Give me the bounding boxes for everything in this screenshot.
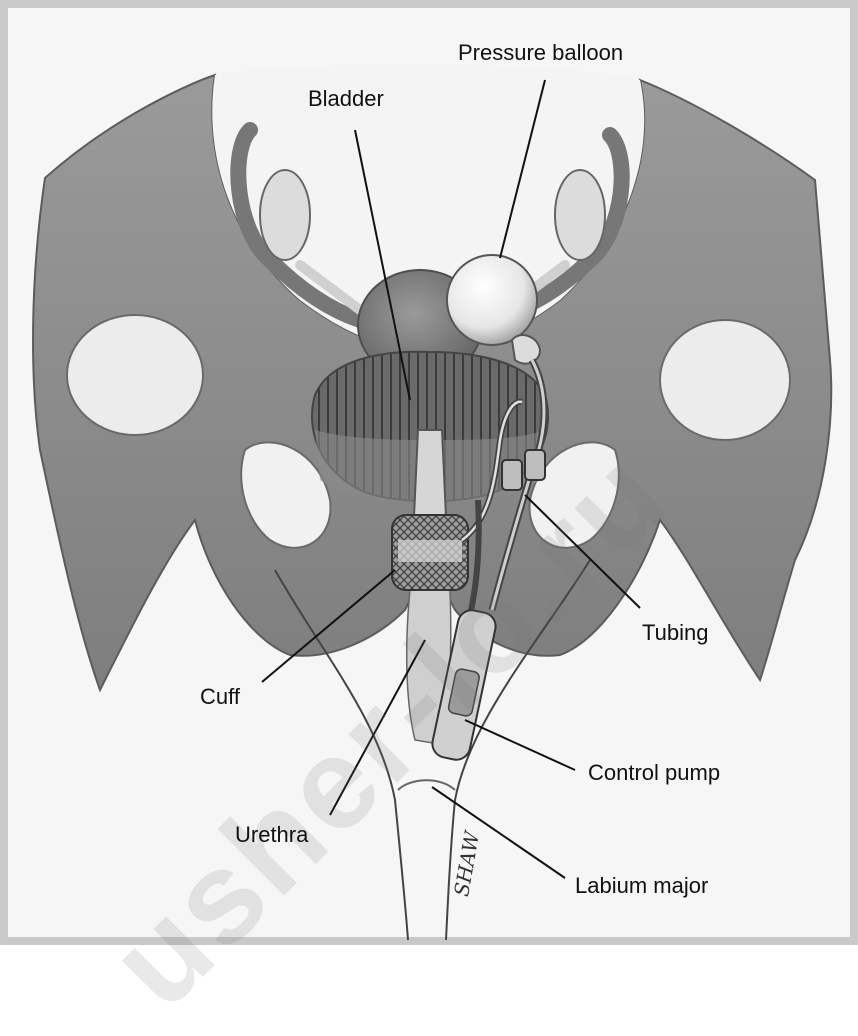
right-femoral-head [660, 320, 790, 440]
label-urethra: Urethra [235, 824, 308, 846]
left-femoral-head [67, 315, 203, 435]
right-ovary [555, 170, 605, 260]
pressure-balloon [447, 255, 537, 345]
label-cuff: Cuff [200, 686, 240, 708]
tubing-connector-1 [502, 460, 522, 490]
left-ovary [260, 170, 310, 260]
label-pressure-balloon: Pressure balloon [458, 42, 623, 64]
anatomy-illustration [0, 0, 858, 945]
balloon-connector [512, 335, 540, 364]
label-bladder: Bladder [308, 88, 384, 110]
label-labium-major: Labium major [575, 875, 708, 897]
label-tubing: Tubing [642, 622, 708, 644]
label-control-pump: Control pump [588, 762, 720, 784]
